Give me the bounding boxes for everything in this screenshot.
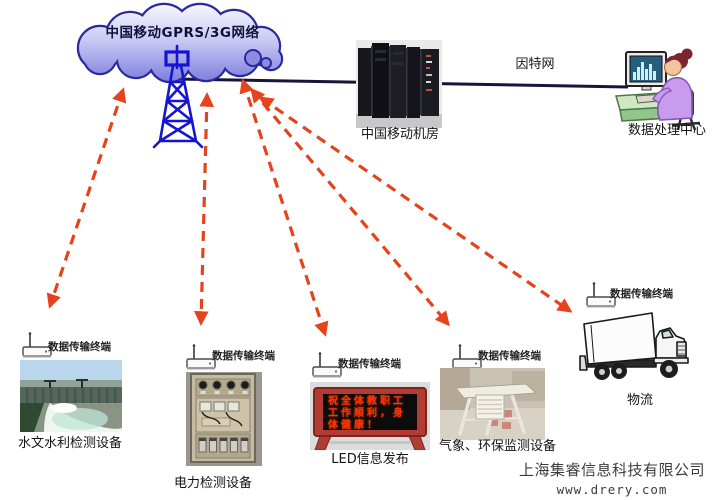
terminal-label-logistics: 数据传输终端 (610, 288, 673, 300)
footer: 上海集睿信息科技有限公司 www.drery.com (512, 459, 712, 497)
server-room-label: 中国移动机房 (360, 127, 439, 142)
cloud-label: 中国移动GPRS/3G网络 (105, 25, 260, 41)
terminal-label-hydrology: 数据传输终端 (48, 341, 111, 353)
signal-tower-icon (152, 44, 204, 149)
monitor-icon (625, 51, 667, 91)
website-url: www.drery.com (556, 482, 668, 497)
device-label-environment: 气象、环保监测设备 (438, 439, 556, 454)
dam-photo (20, 360, 122, 432)
wireless-link-hydrology (46, 87, 127, 309)
device-label-power: 电力检测设备 (173, 476, 252, 491)
power-cabinet-photo (186, 372, 262, 466)
wireless-link-power (193, 92, 215, 326)
device-label-led: LED信息发布 (331, 452, 409, 467)
device-label-hydrology: 水文水利检测设备 (17, 436, 122, 451)
gprs-network-cloud-icon (76, 2, 284, 84)
terminal-label-environment: 数据传输终端 (478, 350, 541, 362)
terminal-icon-logistics (584, 281, 618, 311)
terminal-icon-hydrology (20, 331, 54, 361)
operator-person-icon (652, 48, 693, 121)
box-truck-icon (576, 300, 696, 390)
operator-workstation-icon (602, 40, 712, 132)
wireless-links (46, 78, 573, 337)
company-name: 上海集睿信息科技有限公司 (518, 461, 705, 479)
device-label-logistics: 物流 (626, 393, 653, 408)
terminal-icon-power (184, 343, 218, 373)
terminal-icon-led (310, 351, 344, 381)
led-display-photo: 祝全体教职工 工作顺利，身 体健康！ (310, 382, 430, 450)
data-center-label: 数据处理中心 (627, 123, 706, 138)
wireless-link-led (239, 78, 329, 337)
weather-station-photo (440, 368, 545, 440)
led-screen-text: 祝全体教职工 工作顺利，身 体健康！ (328, 396, 406, 431)
internet-label: 因特网 (515, 57, 555, 72)
server-rack-photo (356, 40, 442, 128)
cloud-tail-puffs (244, 49, 272, 69)
wireless-link-logistics (258, 96, 573, 313)
terminal-label-led: 数据传输终端 (338, 358, 401, 370)
terminal-label-power: 数据传输终端 (212, 350, 275, 362)
